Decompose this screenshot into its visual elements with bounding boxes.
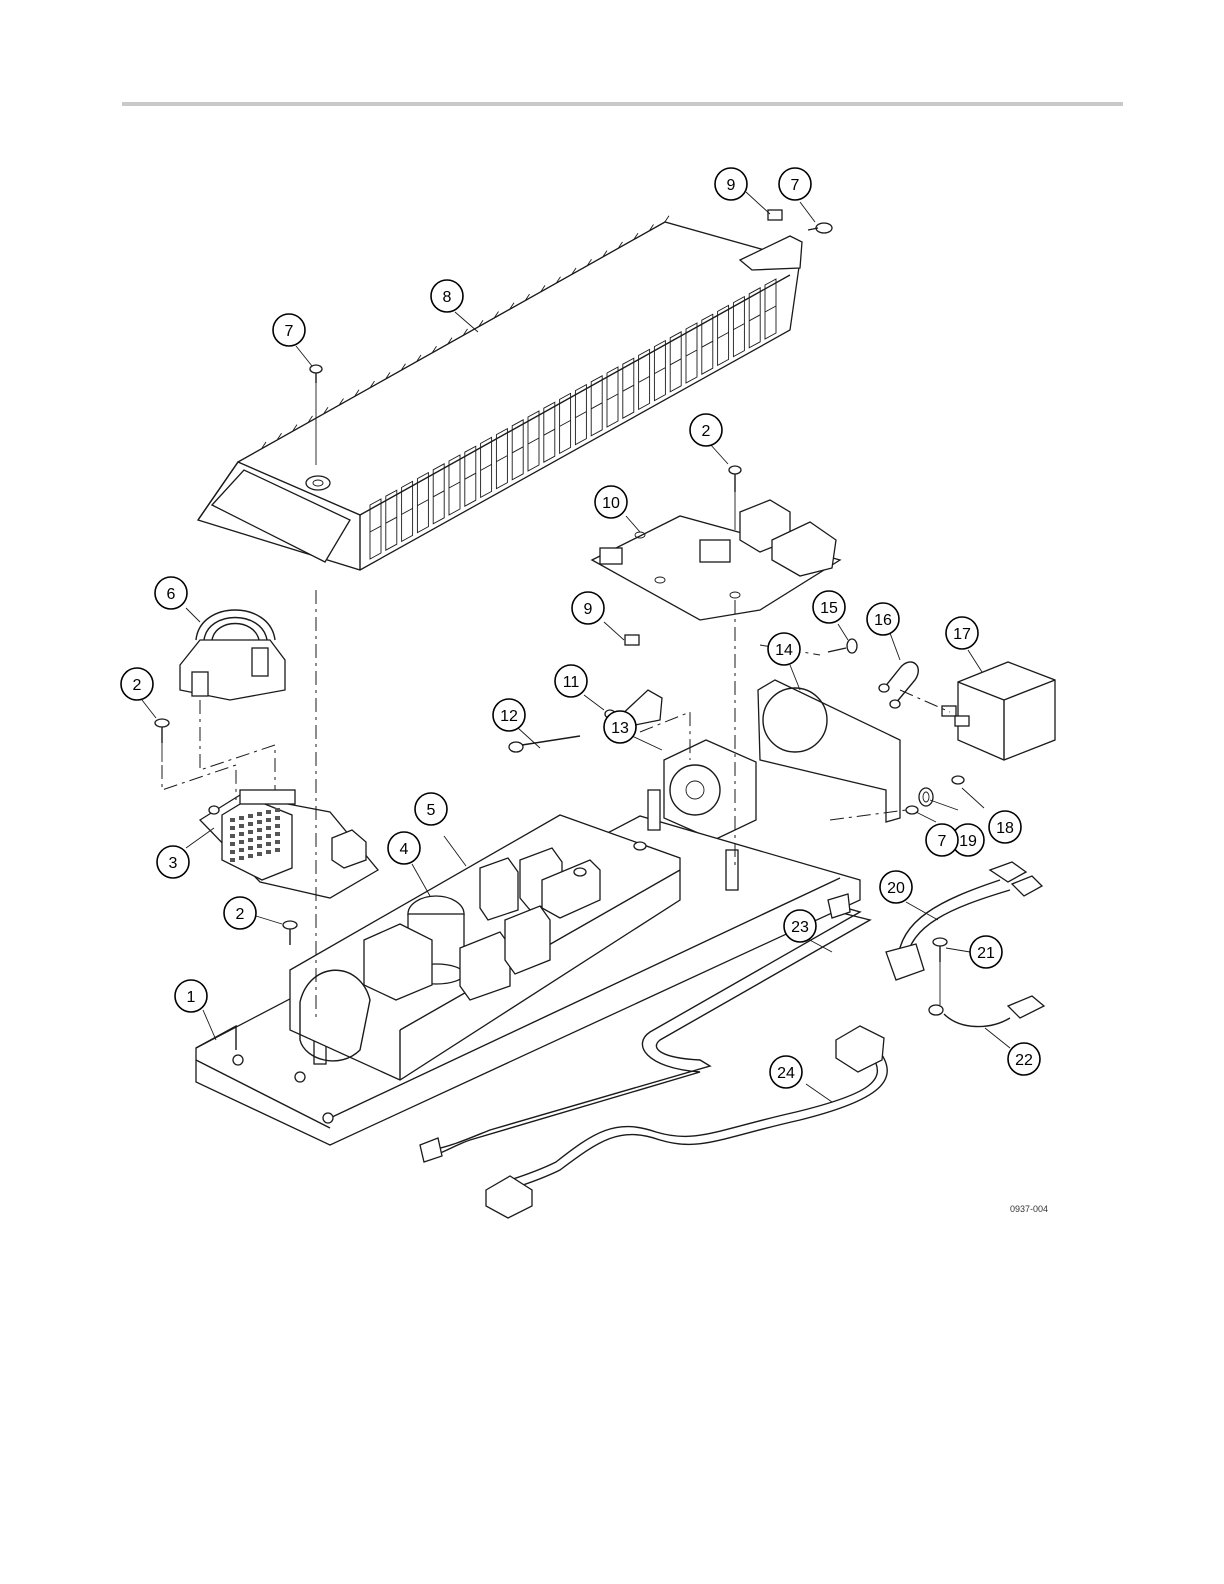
- chassis-screw: [283, 921, 297, 945]
- callout-label: 17: [953, 626, 971, 643]
- connector-pin: [275, 816, 280, 820]
- callout-label: 8: [443, 289, 452, 306]
- connector-pin: [239, 848, 244, 852]
- connector-pin: [248, 854, 253, 858]
- connector-pin: [266, 842, 271, 846]
- callout-label: 1: [187, 989, 196, 1006]
- connector-pin: [275, 808, 280, 812]
- connector-pin: [257, 844, 262, 848]
- callout-label: 20: [887, 880, 905, 897]
- callout-label: 5: [427, 802, 436, 819]
- connector-pin: [275, 832, 280, 836]
- connector-pin: [248, 822, 253, 826]
- right-fasteners: [906, 776, 964, 814]
- cover-rib: [665, 216, 669, 222]
- callout-label: 21: [977, 945, 995, 962]
- ribbon-connector: [180, 610, 285, 700]
- network-cable: [486, 1026, 887, 1218]
- connector-pin: [239, 856, 244, 860]
- air-tube: [879, 662, 918, 708]
- rear-bracket: [740, 210, 832, 270]
- connector-pin: [239, 840, 244, 844]
- connector-pin: [248, 814, 253, 818]
- connector-pin: [257, 836, 262, 840]
- callout-label: 2: [133, 677, 142, 694]
- callout-label: 19: [959, 833, 977, 850]
- callout-label: 18: [996, 820, 1014, 837]
- callout-label: 11: [563, 674, 580, 691]
- connector-pin: [266, 810, 271, 814]
- connector-pin: [275, 824, 280, 828]
- connector-pin: [275, 840, 280, 844]
- callout-label: 10: [602, 495, 620, 512]
- callout-label: 22: [1015, 1052, 1033, 1069]
- long-pin: [509, 736, 580, 752]
- connector-pin: [239, 816, 244, 820]
- callout-label: 12: [500, 708, 518, 725]
- power-entry-module: [942, 662, 1055, 760]
- connector-pin: [248, 830, 253, 834]
- callout-label: 7: [938, 833, 947, 850]
- callout-label: 23: [791, 919, 809, 936]
- board-screw: [729, 466, 741, 530]
- callout-label: 16: [874, 612, 892, 629]
- callout-label: 7: [791, 177, 800, 194]
- connector-pin: [266, 834, 271, 838]
- callout-label: 15: [820, 600, 838, 617]
- callout-label: 9: [727, 177, 736, 194]
- connector-pin: [230, 818, 235, 822]
- connector-pin: [266, 850, 271, 854]
- callout-label: 2: [702, 423, 711, 440]
- connector-pin: [230, 826, 235, 830]
- callout-label: 6: [167, 586, 176, 603]
- connector-pin: [248, 846, 253, 850]
- callout-label: 7: [285, 323, 294, 340]
- connector-pin: [275, 848, 280, 852]
- connector-pin: [257, 820, 262, 824]
- connector-pin: [230, 842, 235, 846]
- connector-pin: [257, 812, 262, 816]
- connector-pin: [248, 838, 253, 842]
- connector-pin: [239, 824, 244, 828]
- callout-label: 3: [169, 855, 178, 872]
- callout-label: 4: [400, 841, 409, 858]
- interface-board: [592, 500, 840, 620]
- callout-label: 9: [584, 601, 593, 618]
- bracket-screw: [828, 639, 857, 653]
- left-screw: [155, 719, 169, 762]
- callout-label: 2: [236, 906, 245, 923]
- connector-pin: [239, 832, 244, 836]
- connector-pin: [266, 826, 271, 830]
- callout-label: 14: [775, 642, 793, 659]
- connector-pin: [230, 858, 235, 862]
- connector-pin: [230, 850, 235, 854]
- cooling-fan: [664, 740, 756, 840]
- connector-pin: [266, 818, 271, 822]
- callout-label: 13: [611, 720, 629, 737]
- rear-connector-board: [200, 790, 378, 898]
- connector-pin: [230, 834, 235, 838]
- callout-label: 24: [777, 1065, 795, 1082]
- top-cover: [198, 216, 800, 570]
- connector-pin: [257, 828, 262, 832]
- fan-bracket: [758, 680, 900, 822]
- connector-pin: [257, 852, 262, 856]
- figure-code: 0937-004: [1010, 1204, 1048, 1214]
